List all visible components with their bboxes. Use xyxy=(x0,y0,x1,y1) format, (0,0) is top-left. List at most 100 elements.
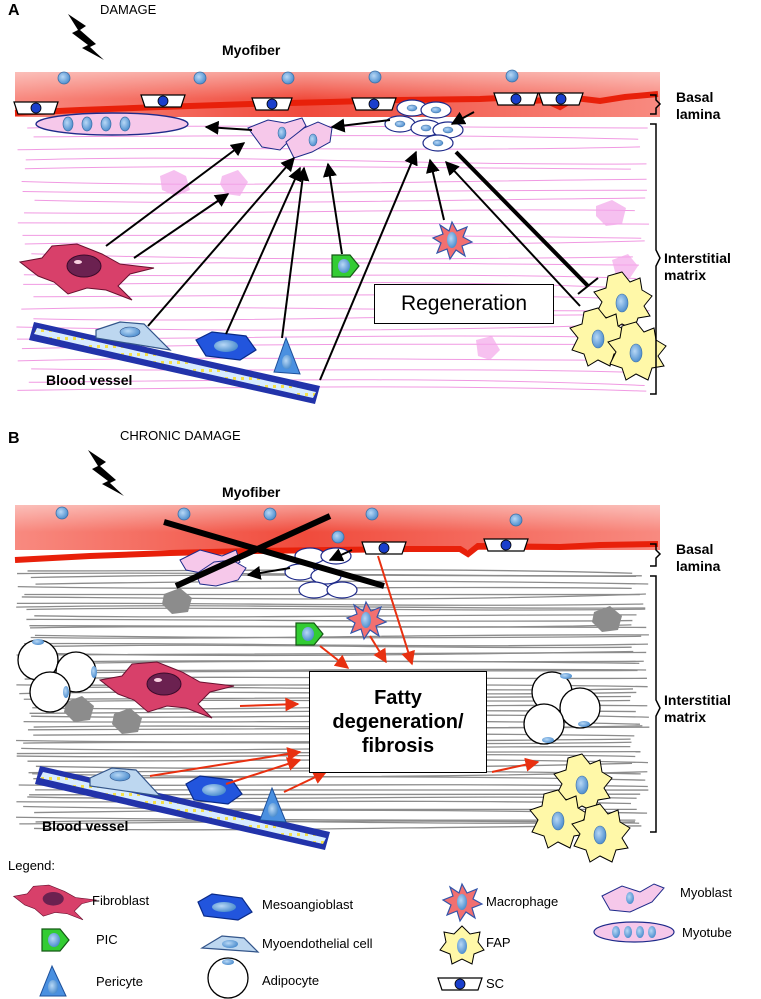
pericyte-b xyxy=(259,786,287,823)
legend-icons xyxy=(12,882,675,999)
legend-myoblast-label: Myoblast xyxy=(680,885,733,900)
matrix-fiber xyxy=(30,624,632,629)
blood-vessel-label-a: Blood vessel xyxy=(46,372,133,388)
satellite-cells-a xyxy=(13,92,584,115)
legend-pericyte-icon xyxy=(39,964,67,997)
faps-b xyxy=(529,753,631,863)
pic-a xyxy=(331,254,360,278)
fiber-nuclei-a xyxy=(57,69,519,85)
myofiber-label-a: Myofiber xyxy=(222,42,281,58)
degeneration-label: degeneration/ xyxy=(332,711,464,733)
matrix-fiber xyxy=(28,379,645,387)
legend-sc-label: SC xyxy=(486,976,505,991)
damage-bolt-a xyxy=(68,14,104,60)
matrix-fiber xyxy=(17,386,647,392)
blood-vessel-label-b: Blood vessel xyxy=(42,818,129,834)
matrix-fiber xyxy=(25,157,647,165)
legend-fibroblast-label: Fibroblast xyxy=(92,893,150,908)
matrix-fiber xyxy=(31,253,633,260)
panel-a xyxy=(13,14,667,404)
matrix-fiber xyxy=(24,642,648,647)
pericyte-a xyxy=(273,336,301,375)
matrix-fiber xyxy=(21,306,650,312)
matrix-fiber xyxy=(33,314,646,321)
faded-cells-a xyxy=(160,170,638,360)
matrix-fiber xyxy=(26,607,646,611)
legend-fap-label: FAP xyxy=(486,935,511,950)
legend-mesoangioblast-icon xyxy=(197,893,253,921)
panel-b-letter: B xyxy=(8,430,20,447)
matrix-fiber xyxy=(31,368,641,374)
fatty-degeneration-box: Fatty degeneration/ fibrosis xyxy=(309,671,487,773)
damage-label: DAMAGE xyxy=(100,2,157,17)
arrows-a xyxy=(105,111,581,381)
legend-myoendothelial-icon xyxy=(200,935,260,953)
matrix-fiber xyxy=(34,614,637,618)
legend-myotube-icon xyxy=(593,921,675,943)
matrix-fiber xyxy=(34,197,646,203)
legend-title: Legend: xyxy=(8,858,55,873)
matrix-fiber xyxy=(22,234,642,239)
legend-sc-icon xyxy=(437,977,483,991)
myoblasts-b xyxy=(179,549,247,587)
matrix-fiber xyxy=(24,240,645,245)
legend-pic-label: PIC xyxy=(96,932,118,947)
adipocytes-left-b xyxy=(17,639,97,713)
legend-fibroblast-icon xyxy=(12,884,97,921)
macrophage-b xyxy=(345,600,388,641)
damage-bolt-b xyxy=(88,450,124,496)
arrows-b-black xyxy=(246,548,353,580)
blood-vessel-a xyxy=(29,322,320,404)
myotube-a xyxy=(35,112,189,136)
arrows-b-red xyxy=(149,555,540,793)
fiber-nuclei-b xyxy=(55,506,523,544)
regeneration-label: Regeneration xyxy=(400,292,528,315)
matrix-fiber xyxy=(22,189,647,194)
fatty-label: Fatty xyxy=(374,687,422,709)
legend-adipocyte-icon xyxy=(207,957,249,999)
fibrosis-label: fibrosis xyxy=(361,735,435,757)
macrophage-a xyxy=(431,220,474,261)
matrix-fiber xyxy=(33,135,639,140)
basal-lamina-b xyxy=(14,541,659,563)
legend-mesoangioblast-label: Mesoangioblast xyxy=(262,897,354,912)
panel-b xyxy=(14,450,662,863)
matrix-fiber xyxy=(30,634,649,639)
matrix-fiber xyxy=(16,602,644,606)
matrix-fiber xyxy=(24,209,635,214)
bracket-b xyxy=(650,543,662,833)
regeneration-box: Regeneration xyxy=(374,284,554,324)
adipocytes-right-b xyxy=(523,671,601,745)
myoendothelial-b xyxy=(89,767,162,797)
matrix-fiber xyxy=(21,593,646,600)
mesoangioblast-b xyxy=(185,775,243,805)
fibroblast-b xyxy=(98,661,235,719)
bracket-a xyxy=(650,94,662,395)
mesoangioblast-a xyxy=(195,331,257,361)
legend-myoendothelial-label: Myoendothelial cell xyxy=(262,936,373,951)
chronic-damage-label: CHRONIC DAMAGE xyxy=(120,428,241,443)
fibroblast-a xyxy=(18,243,155,301)
legend-fap-icon xyxy=(439,925,485,965)
matrix-fiber xyxy=(16,605,646,609)
legend-pic-icon xyxy=(41,928,70,952)
myoblasts-a xyxy=(247,117,333,159)
matrix-fiber xyxy=(21,178,647,185)
matrix-fiber xyxy=(16,800,632,805)
legend-macrophage-label: Macrophage xyxy=(486,894,559,909)
legend-myoblast-icon xyxy=(601,883,665,913)
matrix-fiber xyxy=(27,668,647,672)
legend-adipocyte-label: Adipocyte xyxy=(262,973,320,988)
inhibition-a xyxy=(454,150,599,295)
cross-mark-b xyxy=(163,513,385,589)
matrix-fiber xyxy=(21,644,632,649)
legend-myotube-label: Myotube xyxy=(682,925,732,940)
satellite-cells-b xyxy=(361,538,529,555)
myofiber-label-b: Myofiber xyxy=(222,484,281,500)
matrix-fiber xyxy=(17,222,650,225)
